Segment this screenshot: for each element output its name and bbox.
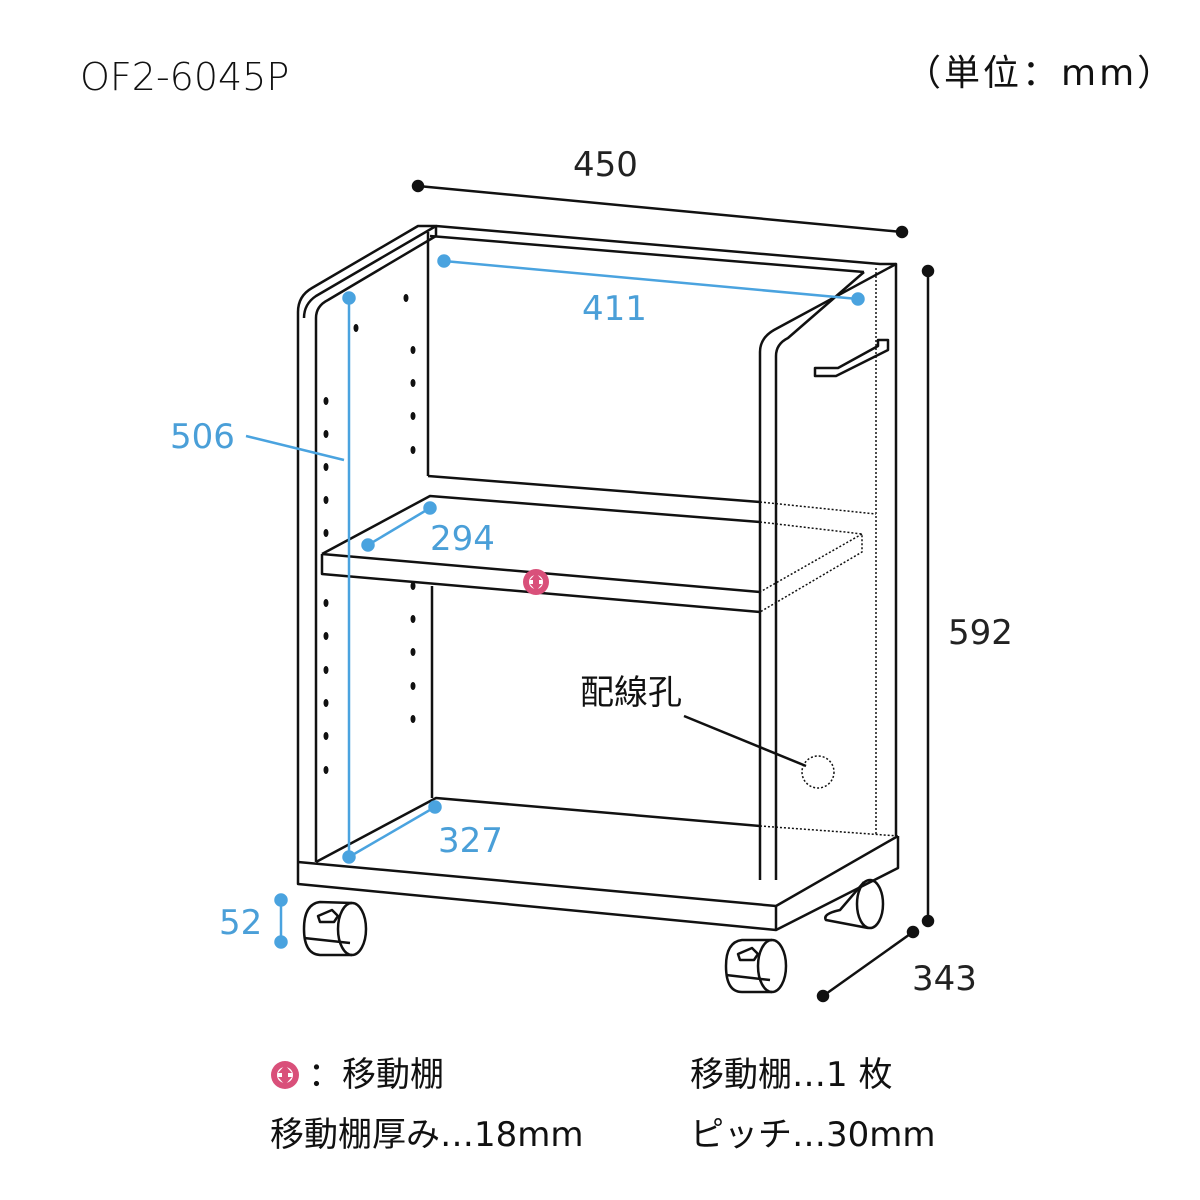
inner-height-label: 506 (170, 417, 235, 457)
shelf-depth-line (367, 506, 431, 547)
base-board (296, 836, 900, 932)
legend-pitch: ピッチ…30mm (690, 1115, 936, 1155)
legend-shelf-thickness: 移動棚厚み…18mm (270, 1115, 584, 1155)
legend-movable-shelf: ：移動棚 (308, 1055, 444, 1095)
inner-height-leader (245, 434, 345, 462)
caster-front-right (724, 938, 788, 994)
inner-width-line (443, 259, 859, 301)
movable-shelf-top (321, 494, 761, 556)
cable-hole-leader (683, 714, 807, 768)
caster-front-left (302, 900, 368, 957)
caster-back-right (824, 878, 885, 930)
legend-shelf-count: 移動棚…1 枚 (690, 1055, 893, 1095)
left-side-panel-edge (314, 226, 438, 862)
overall-width-label: 450 (573, 145, 638, 185)
caster-height-label: 52 (219, 903, 263, 943)
overall-height-label: 592 (948, 613, 1013, 653)
right-side-panel (758, 262, 898, 880)
movable-shelf-legend-icon (271, 1061, 299, 1089)
bottom-depth-label: 327 (438, 821, 503, 861)
left-side-panel-outer (296, 224, 438, 862)
unit-label: （単位：mm） (905, 53, 1177, 94)
overall-depth-label: 343 (912, 959, 977, 999)
width-dimension-line (417, 184, 903, 234)
base-top-edge (297, 834, 899, 908)
depth-dimension-line (822, 930, 914, 998)
inner-width-label: 411 (582, 289, 647, 329)
bottom-depth-line (348, 805, 436, 859)
cable-hole-label: 配線孔 (580, 673, 682, 713)
movable-shelf-marker-icon (523, 569, 549, 595)
model-number: OF2-6045P (80, 55, 290, 99)
shelf-depth-label: 294 (430, 519, 495, 559)
handle (813, 338, 890, 378)
cable-hole (801, 755, 835, 789)
shelf-pin-holes (323, 294, 416, 774)
